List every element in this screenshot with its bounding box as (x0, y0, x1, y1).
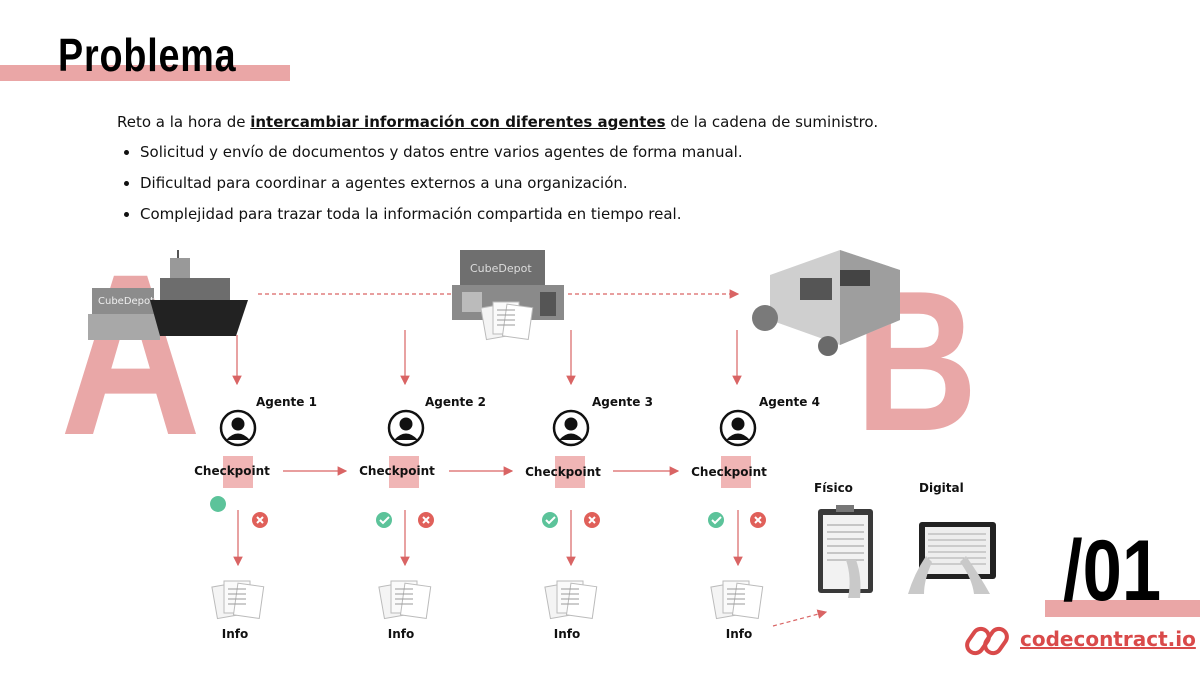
documents-icon (710, 580, 764, 620)
tablet-icon (908, 522, 996, 594)
cross-icon (584, 512, 600, 528)
list-item: Solicitud y envío de documentos y datos … (140, 143, 743, 162)
brand-link[interactable]: codecontract.io (1020, 627, 1196, 651)
slide-number: /01 (1063, 523, 1162, 619)
digital-label: Digital (919, 481, 964, 495)
cross-icon (418, 512, 434, 528)
agent-label-1: Agente 1 (256, 395, 317, 409)
info-label-4: Info (725, 627, 753, 641)
checkpoint-marker (555, 456, 585, 488)
clipboard-icon (818, 505, 873, 598)
info-label-3: Info (553, 627, 581, 641)
documents-icon (378, 580, 432, 620)
slide-number-bar (1045, 600, 1200, 617)
check-icon (708, 512, 724, 528)
problem-list: Solicitud y envío de documentos y datos … (122, 143, 743, 236)
person-icon (719, 409, 757, 447)
svg-text:CubeDepot: CubeDepot (98, 296, 154, 307)
documents-icon (211, 580, 265, 620)
checkpoint-label-2: Checkpoint (359, 464, 435, 478)
agent-label-4: Agente 4 (759, 395, 820, 409)
checkpoint-label-4: Checkpoint (691, 465, 767, 479)
list-item: Complejidad para trazar toda la informac… (140, 205, 743, 224)
container-brand-text: CubeDepot (470, 262, 532, 275)
cross-icon (252, 512, 268, 528)
intro-after: de la cadena de suministro. (665, 113, 879, 131)
check-icon (376, 512, 392, 528)
container-illustration: CubeDepot (452, 250, 564, 341)
codecontract-logo-icon (965, 626, 1009, 656)
check-icon (542, 512, 558, 528)
checkpoint-label-1: Checkpoint (194, 464, 270, 478)
documents-icon (544, 580, 598, 620)
list-item: Dificultad para coordinar a agentes exte… (140, 174, 743, 193)
checkpoint-marker (721, 456, 751, 488)
ship-illustration: CubeDepot (88, 250, 248, 340)
agent-label-3: Agente 3 (592, 395, 653, 409)
cross-icon (750, 512, 766, 528)
page-title: Problema (58, 29, 237, 81)
checkpoint-marker (223, 456, 253, 488)
checkpoint-marker (389, 456, 419, 488)
physical-label: Físico (814, 481, 853, 495)
building-illustration (752, 250, 900, 356)
person-icon (219, 409, 257, 447)
person-icon (387, 409, 425, 447)
agent-label-2: Agente 2 (425, 395, 486, 409)
title-underline-bar (0, 65, 290, 81)
person-icon (552, 409, 590, 447)
info-label-2: Info (387, 627, 415, 641)
check-icon (210, 496, 227, 525)
intro-before: Reto a la hora de (117, 113, 251, 131)
info-label-1: Info (221, 627, 249, 641)
intro-text: Reto a la hora de intercambiar informaci… (117, 113, 878, 131)
intro-emphasis: intercambiar información con diferentes … (250, 113, 666, 131)
checkpoint-label-3: Checkpoint (525, 465, 601, 479)
